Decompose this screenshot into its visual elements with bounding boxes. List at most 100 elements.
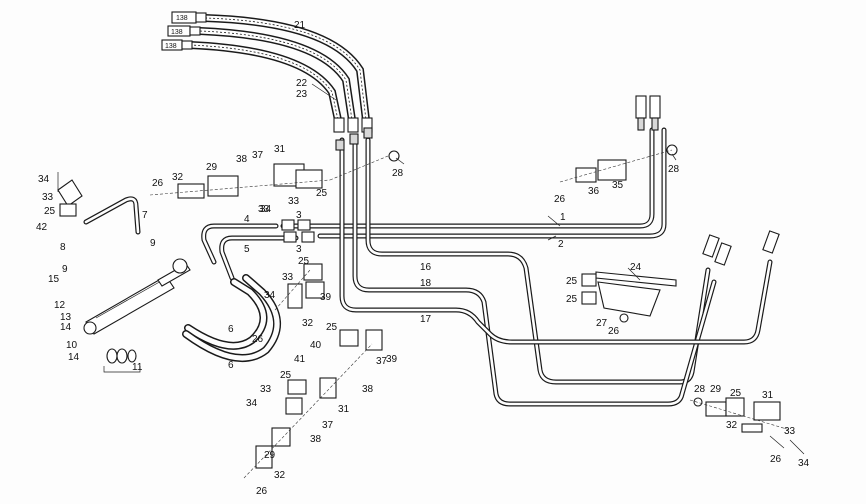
callout-33: 33 (282, 272, 294, 283)
callout-25: 25 (566, 294, 578, 305)
callout-8: 8 (60, 242, 66, 253)
pipe-1 (280, 127, 655, 229)
callout-25: 25 (326, 322, 338, 333)
pipe-end-fittings (635, 95, 780, 266)
callout-31: 31 (762, 390, 774, 401)
hose-tag: 138 (165, 43, 177, 50)
callout-32: 32 (302, 318, 314, 329)
clamp-group-right (559, 144, 678, 183)
pipe-16 (365, 137, 711, 385)
leader-lines (311, 83, 677, 281)
callout-40: 40 (310, 340, 322, 351)
callout-37: 37 (322, 420, 334, 431)
clamp-group-lower (243, 329, 383, 479)
callout-34: 34 (38, 174, 50, 185)
callout-38: 38 (362, 384, 374, 395)
callouts: 1 2 3 3 4 5 6 6 7 8 9 9 10 11 12 13 14 1… (36, 20, 810, 497)
callout-39: 39 (386, 354, 398, 365)
callout-6: 6 (228, 360, 234, 371)
callout-28: 28 (694, 384, 706, 395)
hose-21 (201, 14, 370, 124)
callout-32: 32 (172, 172, 184, 183)
pipe-7 (83, 196, 141, 235)
callout-33: 33 (258, 204, 270, 215)
callout-12: 12 (54, 300, 66, 311)
callout-26: 26 (770, 454, 782, 465)
callout-34: 34 (264, 290, 276, 301)
callout-14: 14 (60, 322, 72, 333)
fitting-3 (281, 219, 315, 243)
callout-25: 25 (316, 188, 328, 199)
callout-25: 25 (280, 370, 292, 381)
hose-6 (182, 274, 282, 362)
callout-10: 10 (66, 340, 78, 351)
callout-28: 28 (392, 168, 404, 179)
callout-11: 11 (132, 362, 143, 373)
callout-25: 25 (730, 388, 742, 399)
callout-32: 32 (274, 470, 286, 481)
clamp-group-mid (274, 263, 325, 311)
callout-3: 3 (296, 210, 302, 221)
callout-16: 16 (420, 262, 432, 273)
callout-37: 37 (376, 356, 388, 367)
callout-26: 26 (152, 178, 164, 189)
callout-34: 34 (260, 204, 272, 215)
callout-33: 33 (288, 196, 300, 207)
callout-14: 14 (68, 352, 80, 363)
mount-bracket-42 (57, 172, 83, 217)
pipe-17 (339, 137, 773, 345)
callout-22: 22 (296, 78, 308, 89)
callout-25: 25 (566, 276, 578, 287)
callout-39: 39 (320, 292, 332, 303)
hose-22 (196, 27, 356, 124)
callout-4: 4 (244, 214, 250, 225)
callout-27: 27 (596, 318, 608, 329)
callout-3: 3 (296, 244, 302, 255)
hose-tag: 138 (176, 15, 188, 22)
callout-9: 9 (150, 238, 156, 249)
callout-24: 24 (630, 262, 642, 273)
callout-34: 34 (798, 458, 810, 469)
callout-25: 25 (298, 256, 310, 267)
callout-34: 34 (246, 398, 258, 409)
callout-33: 33 (42, 192, 54, 203)
callout-29: 29 (264, 450, 276, 461)
hydraulic-cylinder (83, 258, 191, 335)
clamp-group-upper (149, 150, 400, 199)
callout-23: 23 (296, 89, 308, 100)
callout-32: 32 (726, 420, 738, 431)
callout-38: 38 (310, 434, 322, 445)
callout-25: 25 (44, 206, 56, 217)
callout-21: 21 (294, 20, 306, 31)
callout-13: 13 (60, 312, 72, 323)
seal-kit-11 (103, 348, 141, 373)
callout-7: 7 (142, 210, 148, 221)
callout-33: 33 (260, 384, 272, 395)
callout-36: 36 (588, 186, 600, 197)
callout-31: 31 (338, 404, 350, 415)
callout-17: 17 (420, 314, 432, 325)
pipe-18 (352, 137, 717, 407)
callout-18: 18 (420, 278, 432, 289)
callout-33: 33 (784, 426, 796, 437)
callout-1: 1 (560, 212, 566, 223)
callout-29: 29 (710, 384, 722, 395)
callout-37: 37 (252, 150, 264, 161)
clamp-group-bottom-right (689, 397, 805, 455)
callout-6: 6 (228, 324, 234, 335)
hose-23 (186, 41, 342, 124)
callout-26: 26 (256, 486, 268, 497)
callout-26: 26 (554, 194, 566, 205)
hose-tag: 138 (171, 29, 183, 36)
hose-couplers (161, 11, 373, 151)
callout-28: 28 (668, 164, 680, 175)
callout-26: 26 (608, 326, 620, 337)
pipe-2 (317, 127, 667, 239)
callout-41: 41 (294, 354, 306, 365)
callout-29: 29 (206, 162, 218, 173)
callout-9: 9 (62, 264, 68, 275)
callout-2: 2 (558, 239, 564, 250)
callout-31: 31 (274, 144, 286, 155)
callout-42: 42 (36, 222, 48, 233)
